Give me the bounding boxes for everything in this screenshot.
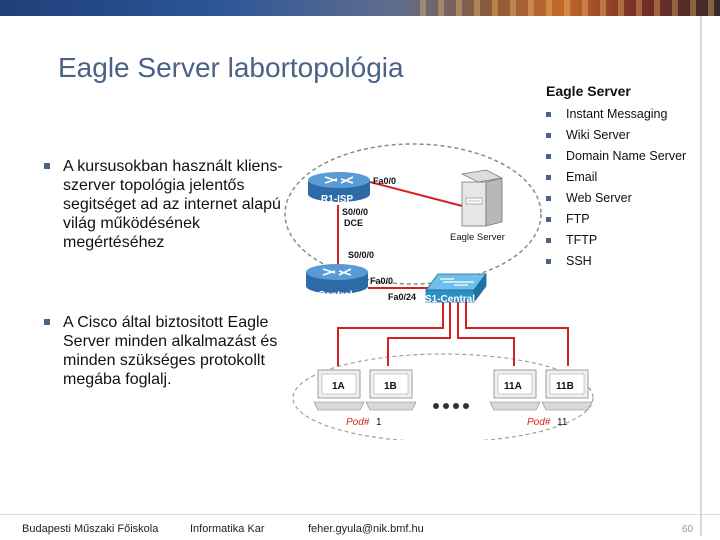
service-item: SSH <box>546 255 696 268</box>
pc-11a-label: 11A <box>504 381 522 392</box>
r1-label: R1-ISP <box>321 194 354 205</box>
link-switch-pc-1a <box>337 300 444 366</box>
pod11-label: Pod# <box>527 417 551 428</box>
pc-11a <box>489 369 541 411</box>
pc-11b <box>541 369 593 411</box>
band-glow <box>420 0 720 16</box>
footer-divider <box>0 514 720 515</box>
link-switch-pc-11a <box>457 300 515 366</box>
service-item: Domain Name Server <box>546 150 696 163</box>
service-item: Instant Messaging <box>546 108 696 121</box>
pod1-number: 1 <box>376 417 382 428</box>
router-r1-isp <box>308 172 370 202</box>
r1-serial-port: S0/0/0 <box>342 207 368 217</box>
eagle-server-label: Eagle Server <box>450 232 505 243</box>
right-divider <box>700 16 702 536</box>
service-item: Wiki Server <box>546 129 696 142</box>
slide-title: Eagle Server labortopológia <box>58 52 404 83</box>
isp-cloud-outline <box>284 143 542 285</box>
service-item: Web Server <box>546 192 696 205</box>
pc-11b-label: 11B <box>556 381 574 392</box>
switch-port: Fa0/24 <box>388 292 416 302</box>
pc-1a-label: 1A <box>332 381 345 392</box>
service-item: FTP <box>546 213 696 226</box>
link-switch-pc-1b <box>387 300 451 366</box>
r2-label: R2-Central <box>302 290 353 301</box>
r2-serial-port: S0/0/0 <box>348 250 374 260</box>
top-decorative-band <box>0 0 720 16</box>
pod11-number: 11 <box>557 417 568 428</box>
switch-label: S1-Central <box>425 294 475 305</box>
pc-1a <box>313 369 365 411</box>
footer-email: feher.gyula@nik.bmf.hu <box>308 523 424 535</box>
router-r2-central <box>306 264 368 294</box>
ellipsis-dots <box>433 403 469 409</box>
pod1-label: Pod# <box>346 417 370 428</box>
r2-fa-port: Fa0/0 <box>370 276 393 286</box>
bullet-eagle-server: A Cisco által biztositott Eagle Server m… <box>44 313 283 389</box>
service-item: TFTP <box>546 234 696 247</box>
footer-school: Budapesti Műszaki Főiskola <box>22 523 159 535</box>
r1-dce-label: DCE <box>344 218 363 228</box>
r1-fa-port: Fa0/0 <box>373 176 396 186</box>
link-r1-server <box>369 181 471 209</box>
network-topology-diagram: R1-ISP Fa0/0 S0/0/0 DCE Eagle Server S0/… <box>284 143 594 440</box>
link-switch-pc-11b <box>465 300 569 366</box>
page-number: 60 <box>682 524 694 535</box>
pc-1b <box>365 369 417 411</box>
bullet-topology: A kursusokban használt kliens-szerver to… <box>44 157 283 252</box>
switch-s1-central <box>425 272 487 304</box>
services-title: Eagle Server <box>546 83 631 99</box>
footer-department: Informatika Kar <box>190 523 265 535</box>
eagle-server-icon <box>460 169 504 227</box>
pc-1b-label: 1B <box>384 381 397 392</box>
services-list: Instant Messaging Wiki Server Domain Nam… <box>546 108 696 276</box>
service-item: Email <box>546 171 696 184</box>
lan-outline <box>292 353 594 440</box>
